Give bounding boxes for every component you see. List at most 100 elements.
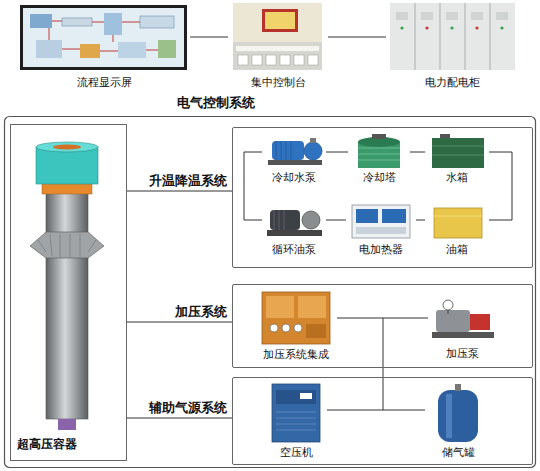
- pressure-pump-photo: [443, 300, 453, 310]
- equipment-caption: 冷却塔: [342, 171, 416, 184]
- equipment-caption: 加压泵: [422, 347, 502, 360]
- distribution-cabinet-photo: [496, 12, 508, 20]
- equipment-item: 循环油泵: [262, 200, 326, 256]
- equipment-item: 加压泵: [428, 292, 496, 360]
- display-screen-photo: [118, 42, 146, 58]
- connecting-line: [383, 318, 384, 410]
- display-screen-photo: [62, 18, 92, 26]
- pressure-vessel-drawing: [46, 193, 88, 419]
- connector-line: [327, 410, 425, 411]
- equipment-item: 储气罐: [425, 381, 491, 459]
- distribution-cabinet-photo: [390, 3, 515, 70]
- pressure-pump-photo: [448, 310, 449, 314]
- control-console-photo: [252, 55, 262, 65]
- pressurizing-unit-photo: [282, 324, 290, 332]
- cooling-water-pump-photo: [304, 142, 322, 160]
- electric-heater-photo: [356, 209, 378, 223]
- connecting-line: [383, 318, 384, 410]
- equipment-caption: 集中控制台: [222, 76, 334, 89]
- distribution-cabinet-photo: [396, 12, 408, 20]
- electric-heater-photo: [382, 209, 406, 223]
- equipment-item: 油箱: [425, 200, 489, 256]
- oil-tank-photo: [434, 208, 482, 238]
- distribution-cabinet-photo: [471, 12, 483, 20]
- equipment-item: 水箱: [425, 132, 489, 184]
- equipment-item: 流程显示屏: [18, 3, 190, 89]
- system-group-box: 辅助气源系统空压机储气罐: [232, 377, 533, 465]
- pressure-pump-photo: [470, 314, 490, 330]
- control-console-photo: [265, 12, 295, 29]
- pressure-pump-photo: [436, 310, 470, 332]
- control-console-photo: [280, 55, 290, 65]
- pressurizing-unit-photo: [262, 292, 330, 344]
- display-screen-photo: [36, 40, 62, 58]
- circulating-oil-pump-photo: [274, 210, 284, 230]
- pressure-pump-photo: [432, 300, 494, 338]
- circulating-oil-pump-photo: [270, 210, 300, 230]
- control-console-photo: [294, 55, 304, 65]
- equipment-item: 空压机: [265, 381, 327, 459]
- display-screen-photo: [158, 40, 176, 58]
- pressurizing-unit-photo: [294, 324, 302, 332]
- pressure-vessel-drawing: [58, 419, 76, 430]
- connector-line: [244, 152, 262, 220]
- air-compressor-photo: [276, 412, 316, 430]
- distribution-cabinet-photo: [500, 26, 503, 29]
- electric-heater-photo: [352, 205, 410, 238]
- pressurizing-unit-photo: [262, 292, 330, 344]
- connector-line: [127, 418, 232, 419]
- cooling-water-pump-photo: [268, 160, 322, 165]
- pressurizing-unit-photo: [298, 296, 326, 318]
- control-console-photo: [236, 46, 319, 51]
- outer-frame: [5, 117, 536, 468]
- control-console-photo: [233, 3, 322, 70]
- connector-line: [416, 220, 425, 221]
- cooling-tower-photo: [358, 134, 400, 168]
- distribution-cabinet-photo: [425, 26, 428, 29]
- cooling-tower-photo: [372, 134, 386, 139]
- equipment-caption: 空压机: [259, 446, 333, 459]
- pressurizing-unit-photo: [270, 324, 278, 332]
- distribution-cabinet-photo: [446, 12, 458, 20]
- equipment-caption: 加压系统集成: [249, 348, 343, 361]
- equipment-item: 集中控制台: [228, 3, 328, 89]
- connector-line: [326, 220, 346, 221]
- oil-tank-photo: [434, 215, 482, 216]
- distribution-cabinet-photo: [415, 3, 490, 70]
- pressure-vessel-drawing: [42, 183, 92, 194]
- connector-line: [337, 318, 428, 319]
- system-group-box: 加压系统加压系统集成加压泵: [232, 284, 533, 368]
- display-screen-photo: [23, 8, 184, 67]
- circulating-oil-pump-photo: [267, 210, 322, 236]
- equipment-caption: 油箱: [419, 243, 495, 256]
- cooling-water-pump-photo: [276, 141, 291, 160]
- circulating-oil-pump-photo: [267, 230, 322, 236]
- control-console-photo: [238, 55, 248, 65]
- control-console-photo: [233, 3, 322, 70]
- connector-line: [326, 152, 348, 153]
- outer-frame: [5, 117, 536, 468]
- equipment-caption: 冷却水泵: [256, 171, 332, 184]
- pressure-vessel-drawing: [36, 142, 98, 152]
- cooling-water-pump-photo: [310, 138, 316, 143]
- circulating-oil-pump-photo: [302, 211, 320, 229]
- connector-line: [489, 152, 512, 220]
- pressure-vessel-drawing: [36, 147, 98, 184]
- equipment-caption: 电力配电柜: [380, 76, 524, 89]
- system-label: 电气控制系统: [177, 95, 255, 110]
- air-compressor-photo: [300, 393, 312, 399]
- equipment-item: 电力配电柜: [386, 3, 518, 89]
- control-console-photo: [262, 9, 298, 32]
- equipment-caption: 电加热器: [340, 243, 422, 256]
- display-screen-photo: [104, 13, 122, 35]
- connector-line: [328, 37, 386, 38]
- pressure-vessel-drawing: [30, 142, 104, 430]
- water-tank-photo: [432, 146, 484, 155]
- control-console-photo: [308, 55, 318, 65]
- cooling-water-pump-photo: [272, 141, 304, 160]
- equipment-caption: 循环油泵: [256, 243, 332, 256]
- system-heading: 升温降温系统: [149, 173, 227, 188]
- air-compressor-photo: [276, 390, 316, 404]
- equipment-item: 加压系统集成: [255, 289, 337, 361]
